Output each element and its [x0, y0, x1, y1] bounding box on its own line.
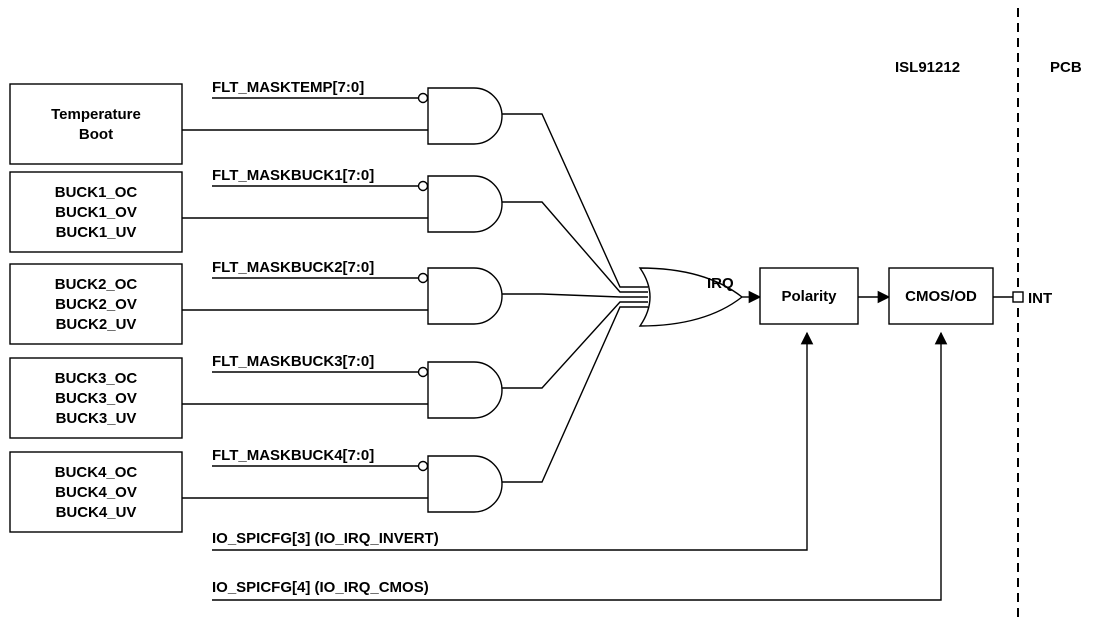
source-5-line-2: BUCK4_OV [55, 484, 137, 501]
source-2-line-3: BUCK1_UV [56, 224, 137, 241]
polarity-label: Polarity [781, 288, 837, 305]
mask-invert-bubble-1 [417, 92, 429, 104]
source-3-line-2: BUCK2_OV [55, 296, 137, 313]
mask-invert-bubble-2 [417, 180, 429, 192]
source-box-3 [9, 263, 183, 345]
and-to-or-wire-5 [502, 306, 648, 483]
and-gate-1 [427, 87, 503, 145]
source-4-line-2: BUCK3_OV [55, 390, 137, 407]
source-box-5 [9, 451, 183, 533]
invert-control-wire [212, 331, 814, 551]
cmos-od-block [888, 267, 994, 325]
and-to-or-wire-3 [502, 293, 648, 298]
source-3-line-1: BUCK2_OC [55, 276, 138, 293]
source-box-1 [9, 83, 183, 165]
and-gate-5 [427, 455, 503, 513]
source-box-4 [9, 357, 183, 439]
and-gate-4 [427, 361, 503, 419]
cmos-od-label: CMOS/OD [905, 288, 977, 305]
source-4-line-3: BUCK3_UV [56, 410, 137, 427]
cmos-control-label: IO_SPICFG[4] (IO_IRQ_CMOS) [212, 579, 429, 596]
source-2-line-1: BUCK1_OC [55, 184, 138, 201]
mask-invert-bubble-3 [417, 272, 429, 284]
source-1-line-1: Temperature [51, 106, 141, 123]
mask-label-2: FLT_MASKBUCK1[7:0] [212, 167, 374, 184]
source-1-line-2: Boot [79, 126, 113, 143]
mask-label-1: FLT_MASKTEMP[7:0] [212, 79, 364, 96]
mask-label-5: FLT_MASKBUCK4[7:0] [212, 447, 374, 464]
mask-label-4: FLT_MASKBUCK3[7:0] [212, 353, 374, 370]
source-3-line-3: BUCK2_UV [56, 316, 137, 333]
int-pin-square [1012, 291, 1024, 303]
and-to-or-wire-4 [502, 301, 648, 389]
irq-label: IRQ [707, 275, 734, 292]
chip-label: ISL91212 [895, 59, 960, 76]
mask-label-3: FLT_MASKBUCK2[7:0] [212, 259, 374, 276]
source-4-line-1: BUCK3_OC [55, 370, 138, 387]
source-5-line-3: BUCK4_UV [56, 504, 137, 521]
pcb-label: PCB [1050, 59, 1082, 76]
and-to-or-wire-1 [502, 113, 648, 288]
invert-control-label: IO_SPICFG[3] (IO_IRQ_INVERT) [212, 530, 439, 547]
source-box-2 [9, 171, 183, 253]
cmos-control-wire [212, 331, 948, 601]
or-gate [638, 267, 744, 327]
int-pin-label: INT [1028, 290, 1052, 307]
source-2-line-2: BUCK1_OV [55, 204, 137, 221]
and-gate-3 [427, 267, 503, 325]
and-gate-2 [427, 175, 503, 233]
mask-invert-bubble-4 [417, 366, 429, 378]
and-to-or-wire-2 [502, 201, 648, 293]
source-5-line-1: BUCK4_OC [55, 464, 138, 481]
polarity-block [759, 267, 859, 325]
mask-invert-bubble-5 [417, 460, 429, 472]
